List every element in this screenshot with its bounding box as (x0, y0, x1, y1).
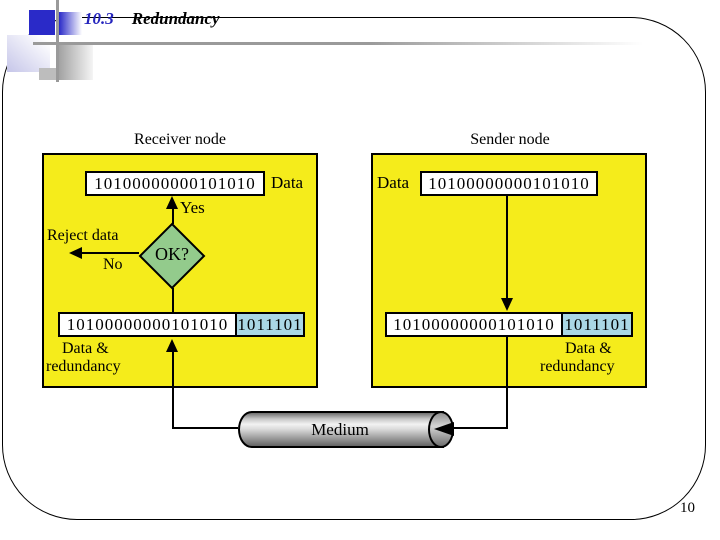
receiver-incoming-line (172, 351, 174, 429)
sender-combined-label-line2: redundancy (540, 358, 615, 375)
medium-label: Medium (311, 420, 369, 439)
receiver-node-label: Receiver node (134, 131, 226, 148)
receiver-redundancy-box: 1011101 (235, 312, 305, 337)
reject-arrow-line (80, 252, 139, 254)
reject-data-label: Reject data (47, 227, 119, 244)
yes-arrow-line (172, 207, 174, 224)
medium-right-connector-line (452, 427, 508, 429)
decoration-lavender-square (7, 35, 50, 72)
medium-left-connector-line (172, 427, 238, 429)
slide-border-frame (2, 17, 706, 520)
sender-outgoing-line (506, 337, 508, 429)
decoration-small-gray-square (39, 68, 57, 80)
sender-data-label: Data (377, 173, 410, 192)
arrow-left-reject-icon (69, 247, 82, 259)
decoration-horizontal-line (33, 42, 643, 45)
decoration-vertical-line (56, 0, 59, 82)
sender-combined-data-box: 10100000000101010 (385, 312, 563, 337)
page-number: 10 (680, 500, 695, 516)
receiver-data-box: 10100000000101010 (85, 171, 265, 196)
diamond-to-combined-line (172, 288, 174, 313)
yes-label: Yes (180, 198, 205, 217)
decoration-blue-square (29, 10, 55, 35)
receiver-combined-label-line2: redundancy (46, 358, 121, 375)
ok-decision-label: OK? (155, 244, 189, 264)
slide-title-number: 10.3 (84, 9, 114, 28)
decoration-gray-gradient-square (58, 45, 93, 80)
receiver-data-label: Data (271, 173, 304, 192)
arrow-up-into-receiver-icon (166, 339, 178, 352)
sender-data-box: 10100000000101010 (420, 171, 598, 196)
sender-redundancy-box: 1011101 (561, 312, 633, 337)
decoration-blue-gradient-square (59, 12, 82, 35)
arrow-down-into-combined-icon (501, 298, 513, 311)
arrow-up-yes-icon (166, 196, 178, 209)
sender-combined-label-line1: Data & (565, 340, 612, 357)
arrow-left-into-medium-icon (434, 422, 454, 436)
no-label: No (103, 256, 123, 273)
slide-title: 10.3 Redundancy (84, 9, 220, 29)
receiver-combined-data-box: 10100000000101010 (58, 312, 237, 337)
sender-node-label: Sender node (470, 131, 550, 148)
sender-down-line (506, 196, 508, 299)
receiver-combined-label-line1: Data & (62, 340, 109, 357)
slide-title-text: Redundancy (131, 9, 220, 28)
